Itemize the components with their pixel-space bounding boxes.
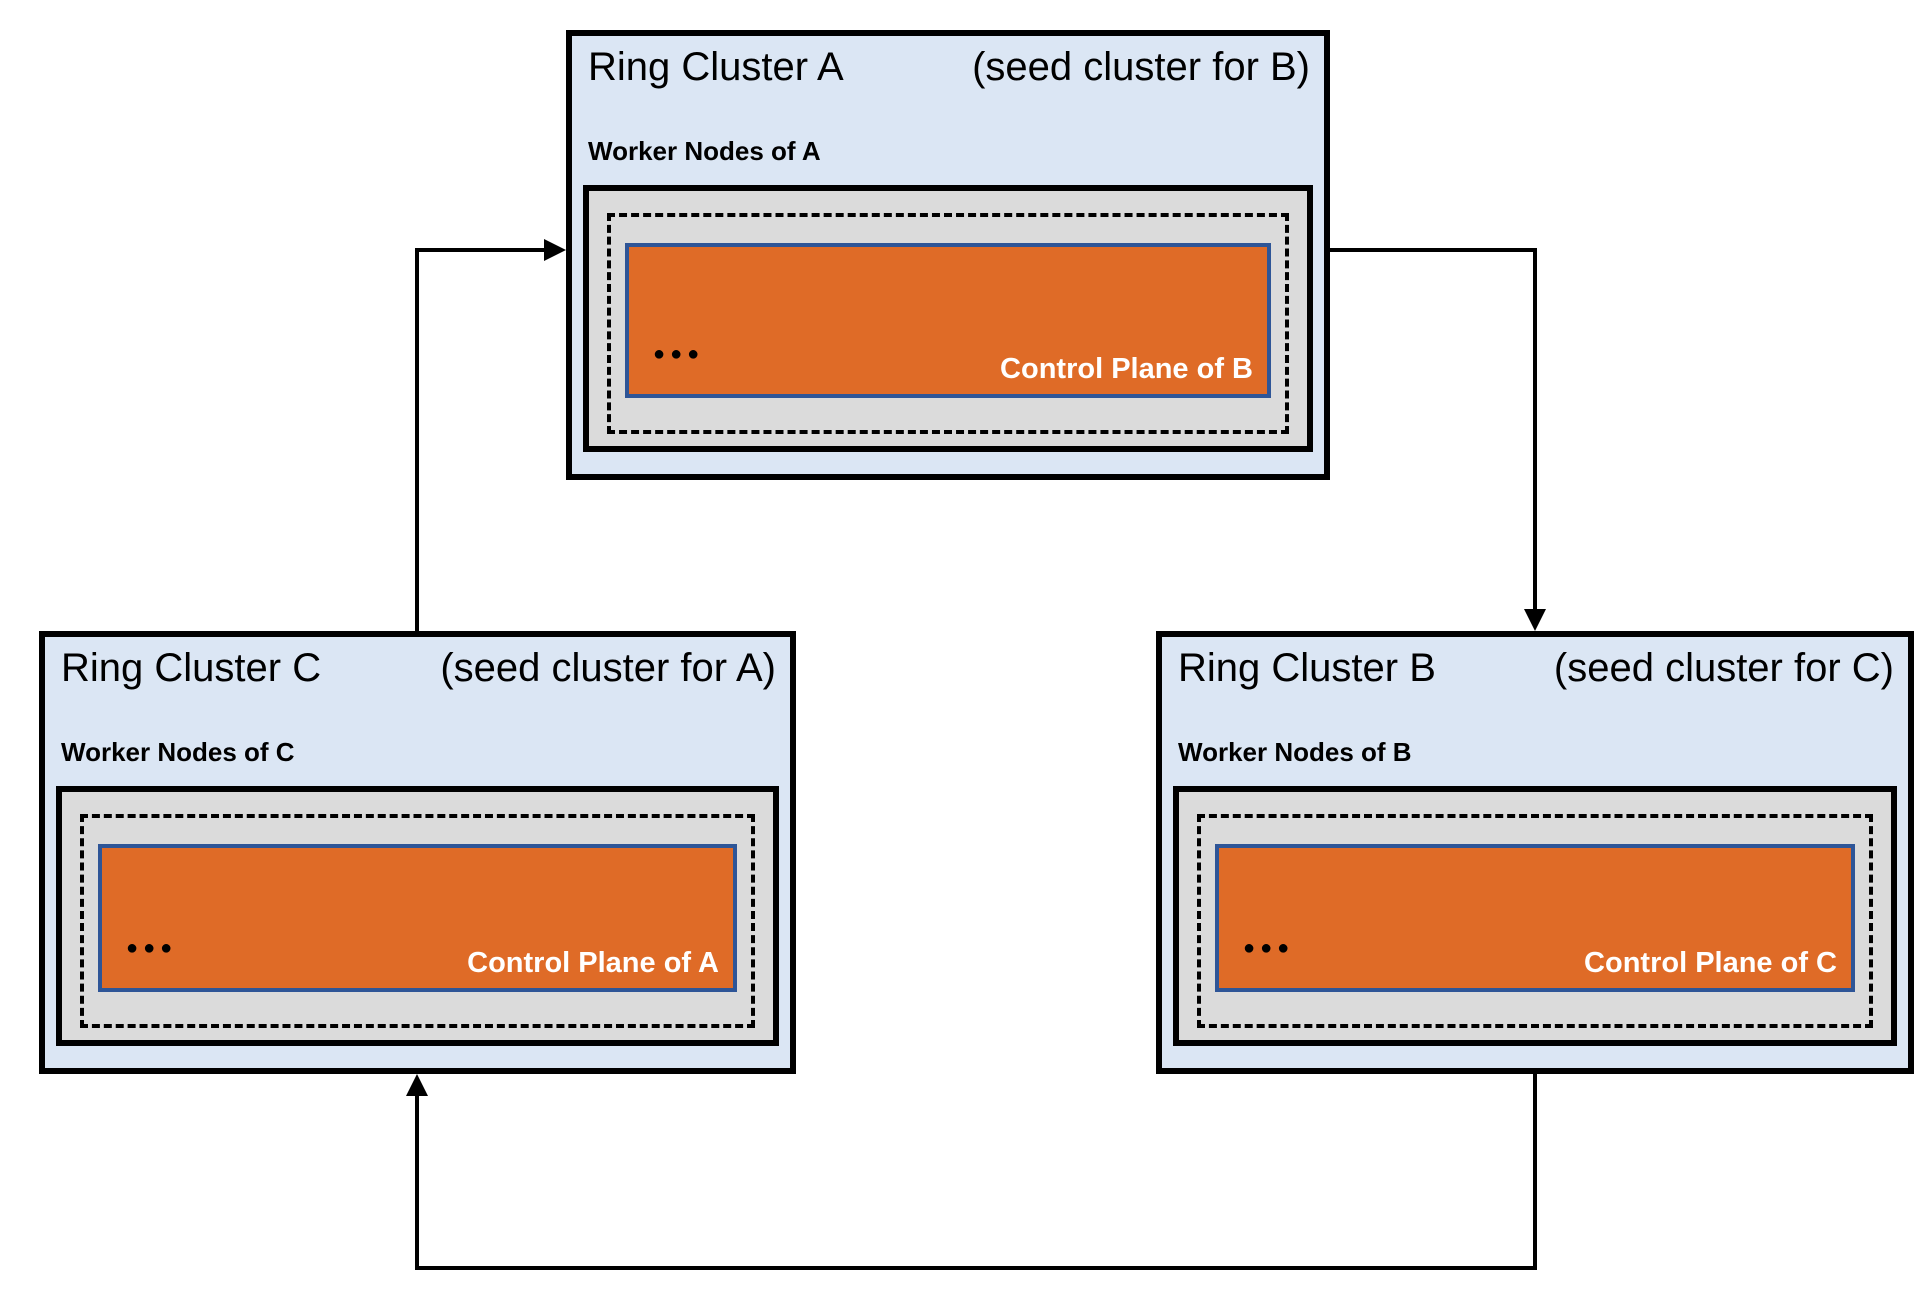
ellipsis-dots-icon: ●●●: [653, 343, 705, 365]
cluster-c-dashed-boundary: ●●● Control Plane of A: [80, 814, 755, 1028]
ellipsis-dots-icon: ●●●: [126, 937, 178, 959]
arrow-c-to-a: [415, 239, 566, 631]
cluster-c-box: Ring Cluster C (seed cluster for A) Work…: [39, 631, 796, 1074]
arrow-b-to-c: [406, 1074, 1537, 1270]
arrow-a-to-b: [1330, 248, 1546, 631]
cluster-c-title-row: Ring Cluster C (seed cluster for A): [61, 643, 776, 693]
cluster-a-worker-label: Worker Nodes of A: [588, 136, 821, 166]
cluster-a-control-plane-label: Control Plane of B: [1000, 353, 1253, 385]
cluster-b-dashed-boundary: ●●● Control Plane of C: [1197, 814, 1873, 1028]
cluster-b-hosted-control-plane: ●●● Control Plane of C: [1215, 844, 1855, 992]
cluster-c-title: Ring Cluster C: [61, 646, 322, 690]
cluster-c-worker-label: Worker Nodes of C: [61, 737, 295, 767]
cluster-a-seed-note: (seed cluster for B): [972, 45, 1310, 89]
cluster-b-box: Ring Cluster B (seed cluster for C) Work…: [1156, 631, 1914, 1074]
cluster-c-seed-note: (seed cluster for A): [440, 646, 776, 690]
cluster-b-control-plane-label: Control Plane of C: [1584, 947, 1837, 979]
cluster-a-title: Ring Cluster A: [588, 45, 844, 89]
cluster-c-hosted-control-plane: ●●● Control Plane of A: [98, 844, 737, 992]
cluster-c-control-plane-label: Control Plane of A: [467, 947, 719, 979]
cluster-b-title: Ring Cluster B: [1178, 646, 1436, 690]
cluster-a-dashed-boundary: ●●● Control Plane of B: [607, 213, 1289, 434]
cluster-a-title-row: Ring Cluster A (seed cluster for B): [588, 42, 1310, 92]
cluster-b-worker-nodes-box: ●●● Control Plane of C: [1173, 786, 1897, 1046]
ellipsis-dots-icon: ●●●: [1243, 937, 1295, 959]
cluster-a-hosted-control-plane: ●●● Control Plane of B: [625, 243, 1271, 398]
cluster-c-worker-nodes-box: ●●● Control Plane of A: [56, 786, 779, 1046]
cluster-b-worker-label: Worker Nodes of B: [1178, 737, 1412, 767]
cluster-b-title-row: Ring Cluster B (seed cluster for C): [1178, 643, 1894, 693]
cluster-b-seed-note: (seed cluster for C): [1553, 646, 1894, 690]
cluster-a-box: Ring Cluster A (seed cluster for B) Work…: [566, 30, 1330, 480]
cluster-a-worker-nodes-box: ●●● Control Plane of B: [583, 185, 1313, 452]
